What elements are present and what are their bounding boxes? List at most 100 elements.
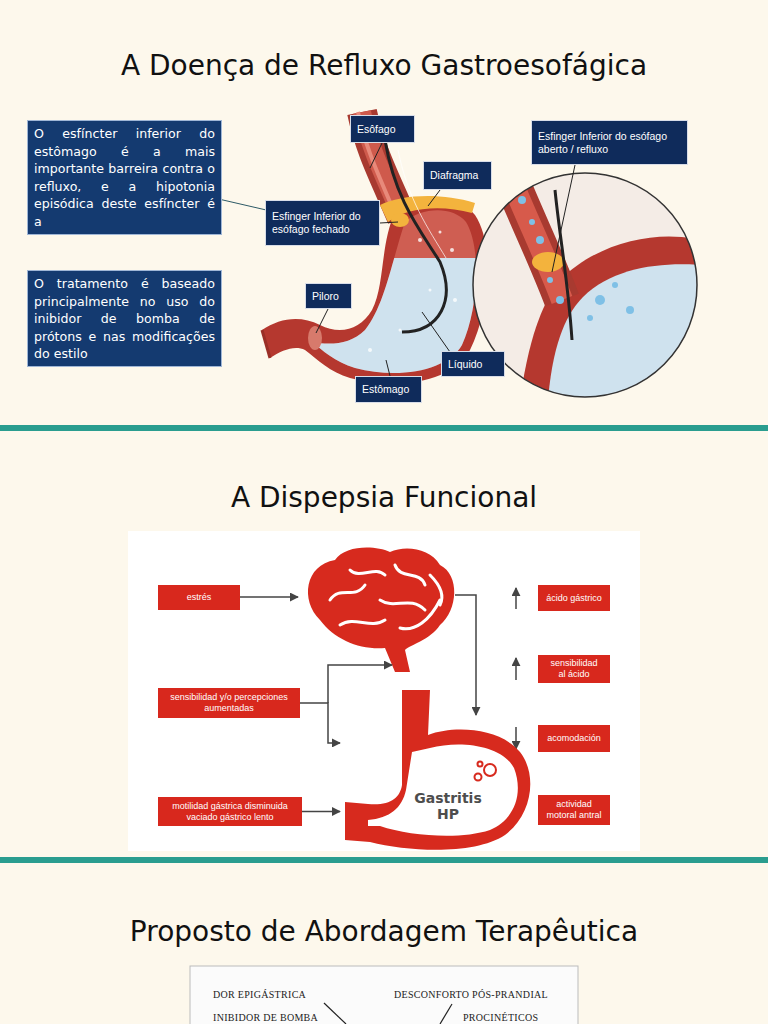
- stomach-outline: [340, 690, 530, 850]
- zoom-diaphragm: [532, 252, 564, 272]
- effect-box: actividad motoral antral: [538, 795, 610, 825]
- part-tag: Diafragma: [423, 161, 492, 190]
- node-text: motilidad gástrica disminuida vaciado gá…: [166, 801, 294, 823]
- increase-arrow: [515, 658, 517, 680]
- pylorus-ring: [308, 326, 322, 350]
- reflux-droplets: [518, 183, 634, 322]
- bubble: [399, 329, 402, 332]
- node-text: estrés: [187, 592, 212, 603]
- node-text: Líquido: [448, 358, 482, 371]
- zoom-circle-border: [473, 173, 697, 397]
- node-text: O tratamento é baseado principalmente no…: [34, 275, 215, 363]
- duodenum-end: [262, 330, 270, 358]
- figure-panel: [190, 966, 578, 1024]
- flow-line: [440, 1004, 452, 1024]
- part-tag: Piloro: [305, 283, 352, 309]
- zoom-stomach-wall: [520, 236, 700, 400]
- symptom-label: DOR EPIGÁSTRICA: [213, 989, 306, 1001]
- factor-box: sensibilidad y/o percepciones aumentadas: [158, 688, 300, 718]
- section-title: A Dispepsia Funcional: [0, 480, 768, 516]
- factor-box: estrés: [158, 585, 240, 610]
- part-tag: Estômago: [355, 376, 422, 403]
- stomach-node: Gastritis HP: [340, 690, 530, 850]
- section-title: Proposto de Abordagem Terapêutica: [0, 914, 768, 950]
- droplet: [595, 295, 605, 305]
- zoom-content: [505, 165, 700, 400]
- bubble: [450, 248, 454, 252]
- droplet: [536, 236, 544, 244]
- zoom-probe: [555, 190, 572, 340]
- leader-lines: [316, 143, 575, 376]
- droplet: [556, 296, 564, 304]
- flow-arrow: [240, 596, 298, 598]
- droplet: [626, 306, 634, 314]
- leader-connector: [222, 200, 265, 210]
- droplet: [529, 219, 535, 225]
- node-text: ácido gástrico: [546, 593, 602, 604]
- node-text: actividad motoral antral: [546, 799, 602, 821]
- leader-line: [422, 312, 450, 352]
- brain-fold: [380, 600, 425, 610]
- increase-arrow: [515, 588, 517, 609]
- flow-connector: [300, 703, 340, 743]
- node-text: O esfíncter inferior do estômago é a mai…: [34, 125, 215, 231]
- part-tag: Esfinger Inferior do esófago aberto / re…: [531, 120, 688, 165]
- part-tag: Líquido: [441, 351, 505, 377]
- drug-label: INIBIDOR DE BOMBA: [213, 1012, 318, 1024]
- page-title: A Doença de Refluxo Gastroesofágica: [0, 48, 768, 84]
- node-text: Esfinger Inferior do esófago aberto / re…: [538, 130, 681, 156]
- droplet: [547, 277, 553, 283]
- brain-fold: [340, 620, 385, 625]
- droplet: [587, 315, 593, 321]
- node-text: acomodación: [547, 733, 601, 744]
- flow-line: [324, 1003, 346, 1024]
- decrease-arrow: [515, 727, 517, 749]
- leader-line: [428, 190, 440, 206]
- effect-box: acomodación: [538, 725, 610, 752]
- drug-label: PROCINÉTICOS: [463, 1012, 538, 1024]
- node-text: sensibilidad al ácido: [546, 658, 602, 680]
- brain-fold: [400, 600, 440, 629]
- gas-bubble: [484, 764, 496, 776]
- effect-box: ácido gástrico: [538, 585, 610, 611]
- effect-box: sensibilidad al ácido: [538, 655, 610, 683]
- sphincter-fat: [391, 213, 409, 227]
- node-text: Esôfago: [357, 123, 396, 136]
- note-box: O esfíncter inferior do estômago é a mai…: [27, 120, 222, 235]
- brain-fold: [330, 585, 365, 600]
- droplet: [518, 196, 526, 204]
- gas-bubble: [478, 762, 483, 767]
- organ-label: Gastritis HP: [412, 790, 484, 822]
- leader-line: [380, 222, 398, 223]
- stomach-shape: [345, 690, 530, 850]
- part-tag: Esôfago: [350, 115, 415, 143]
- flow-arrow: [455, 595, 476, 715]
- brain-fold: [395, 565, 425, 585]
- node-text: Esfinger Inferior do esófago fechado: [272, 210, 373, 236]
- gas-bubble: [475, 774, 482, 781]
- brain-folds: [330, 565, 442, 629]
- brain-shape: [308, 547, 454, 672]
- bubble: [439, 231, 442, 234]
- leader-line: [370, 143, 382, 168]
- figure-panel: [128, 531, 640, 851]
- leader-line: [386, 360, 390, 376]
- node-text: sensibilidad y/o percepciones aumentadas: [166, 692, 292, 714]
- section-divider: [0, 425, 768, 431]
- node-text: Piloro: [312, 290, 339, 303]
- bubble: [429, 289, 432, 292]
- node-text: Diafragma: [430, 169, 478, 182]
- symptom-label: DESCONFORTO PÓS-PRANDIAL: [394, 989, 548, 1001]
- flow-arrow: [328, 665, 392, 703]
- stomach-lumen: [368, 744, 518, 835]
- bubble: [368, 348, 372, 352]
- droplet: [612, 282, 618, 288]
- brain-fold: [350, 570, 385, 575]
- bubble: [418, 238, 422, 242]
- leader-line: [316, 309, 328, 333]
- node-text: Estômago: [362, 383, 409, 396]
- part-tag: Esfinger Inferior do esófago fechado: [265, 200, 380, 246]
